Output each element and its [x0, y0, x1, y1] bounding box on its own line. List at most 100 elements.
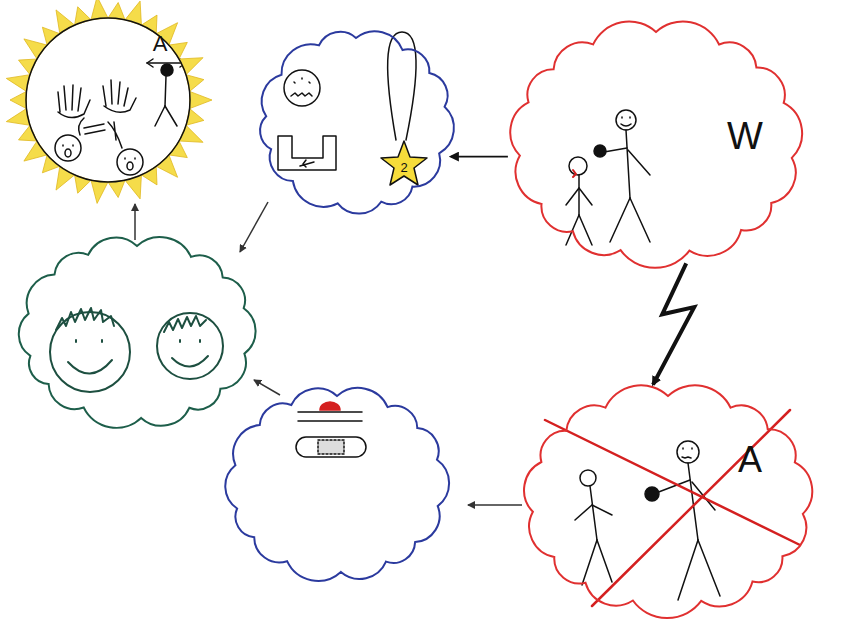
- crossed-fight-scene-part: [580, 470, 596, 486]
- fight-scene-part: [594, 145, 606, 157]
- fight-scene-part: [626, 130, 630, 198]
- friends-faces-part: [172, 356, 208, 367]
- flow-arrow: [451, 156, 508, 158]
- award-scene-part: [291, 93, 312, 96]
- award-scene-part: [278, 136, 336, 170]
- fight-scene-part: [569, 157, 587, 175]
- flow-arrow: [468, 504, 522, 506]
- fight-scene: [566, 110, 650, 245]
- fight-scene-part: [579, 188, 592, 205]
- fight-scene-part: [573, 170, 576, 177]
- fight-scene-part: [630, 198, 650, 242]
- sun-ray: [141, 166, 157, 185]
- award-scene: [278, 32, 427, 185]
- crossed-fight-scene-part: [645, 487, 659, 501]
- sun-disc: [26, 18, 190, 182]
- fight-scene-part: [621, 117, 631, 126]
- node-outline: [4, 0, 212, 200]
- crossed-fight-scene-part: [597, 540, 612, 582]
- thought-cloud: W: [505, 18, 807, 268]
- crossed-fight-scene-part: [590, 486, 597, 540]
- friends-faces: [50, 308, 223, 392]
- sun-ray: [156, 155, 177, 177]
- sun-scene-part: [127, 162, 133, 170]
- crossed-fight-scene-part: [582, 540, 597, 585]
- flow-arrow: [254, 380, 280, 395]
- crossed-fight-scene-part: [575, 505, 592, 520]
- sun-ray: [190, 91, 212, 108]
- fight-scene-part: [578, 175, 580, 215]
- sun-scene-part: [117, 149, 143, 175]
- hand-letter: W: [727, 117, 763, 155]
- sun-scene-part: [125, 158, 135, 159]
- flow-arrow: [134, 204, 136, 240]
- sun-ray: [141, 15, 157, 34]
- crossed-fight-scene-part: [677, 441, 699, 463]
- crossed-fight-scene-part: [592, 505, 612, 515]
- node-outline: [518, 382, 818, 618]
- crossed-fight-scene-part: [678, 540, 698, 600]
- sun-ray: [91, 0, 108, 20]
- sun-scene-part: [79, 118, 122, 148]
- fight-scene-part: [628, 150, 650, 175]
- medal-star: [381, 141, 427, 185]
- healing-scene-part: [298, 420, 362, 422]
- friends-faces-part: [180, 340, 200, 342]
- thought-cloud: A: [518, 382, 818, 618]
- healing-cloud: [225, 388, 449, 581]
- crossed-fight-scene-part: [698, 540, 720, 596]
- hand-letter: 2: [400, 161, 407, 174]
- fight-scene-part: [616, 110, 636, 130]
- friends-faces-part: [50, 312, 130, 392]
- award-scene-part: [284, 70, 320, 106]
- sun-scene-part: [155, 106, 165, 126]
- fight-scene-part: [610, 198, 630, 242]
- fight-scene-part: [604, 148, 627, 152]
- cloud-outline: [510, 22, 802, 268]
- award-scene-part: [300, 160, 314, 167]
- sun-scene-part: [161, 64, 173, 76]
- friends-faces-part: [164, 316, 206, 332]
- feelings-cloud: [19, 237, 256, 428]
- sun-ray: [10, 91, 26, 108]
- thought-cloud: 2: [252, 24, 460, 219]
- sun-node: A: [4, 0, 212, 200]
- cloud-outline: [524, 385, 812, 618]
- friends-faces-part: [157, 313, 223, 379]
- sun-scene-part: [65, 149, 71, 157]
- healing-scene-part: [296, 437, 366, 457]
- hand-letter: A: [738, 442, 762, 478]
- sun-ray: [19, 125, 38, 141]
- sun-ray: [108, 3, 125, 20]
- crossed-fight-scene-part: [682, 448, 692, 458]
- red-drop: [320, 402, 340, 410]
- node-outline: [252, 24, 460, 219]
- sun-ray: [19, 59, 38, 75]
- friends-faces-part: [68, 360, 112, 374]
- sun-scene-part: [63, 145, 73, 146]
- sun-scene-part: [165, 76, 166, 106]
- healing-scene: [296, 402, 366, 457]
- cross-line: [592, 410, 790, 606]
- sun-scene-part: [103, 80, 136, 112]
- sun-ray: [108, 180, 125, 197]
- crossed-fight-scene: [545, 410, 800, 606]
- flow-arrows: [135, 202, 522, 505]
- friends-faces-part: [56, 308, 114, 330]
- healing-scene-part: [298, 411, 362, 413]
- sun-scene-part: [84, 124, 105, 134]
- flow-arrow: [240, 202, 268, 252]
- lightning-arrow: [653, 263, 694, 384]
- fight-scene-part: [579, 215, 592, 245]
- fight-scene-part: [566, 188, 579, 205]
- sun-scene-part: [165, 106, 177, 126]
- cloud-outline: [260, 31, 454, 213]
- healing-scene-part: [318, 440, 344, 454]
- hand-letter: A: [153, 33, 168, 55]
- sun-ray: [91, 180, 108, 203]
- friends-faces-part: [76, 340, 102, 342]
- sun-scene-part: [58, 85, 90, 118]
